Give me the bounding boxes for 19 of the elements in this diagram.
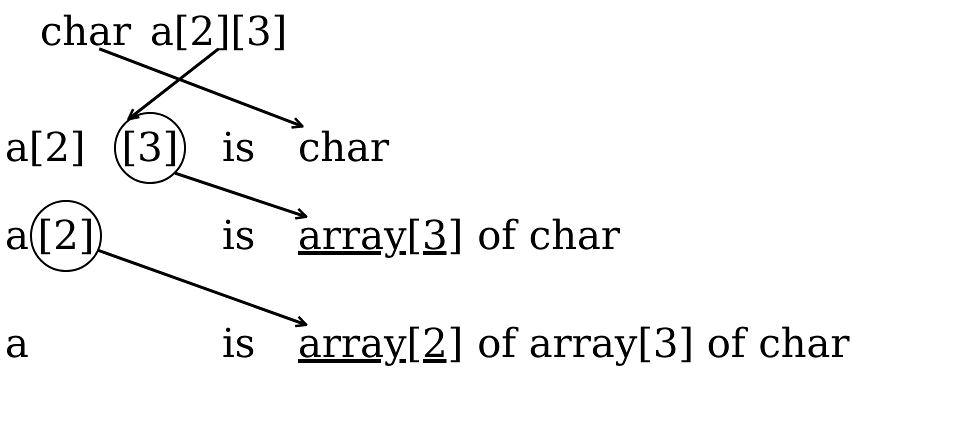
code-term: char (40, 8, 132, 56)
code-term: a[2][3] (150, 8, 288, 56)
code-term: array[2] (298, 320, 464, 368)
arrow (98, 248, 308, 328)
text-label: a[2] (5, 124, 86, 172)
circled-subscript: [3] (114, 112, 186, 184)
text-label: of array[3] of char (477, 320, 850, 368)
text-label: of char (477, 212, 620, 260)
text-label: a (5, 320, 29, 368)
text-label: is (222, 320, 256, 368)
text-label: is (222, 124, 256, 172)
arrow (174, 172, 308, 220)
code-term: array[3] (298, 212, 464, 260)
text-label: is (222, 212, 256, 260)
code-term: char (298, 124, 390, 172)
arrow (98, 47, 304, 129)
arrow (127, 48, 220, 120)
text-label: a (5, 212, 29, 260)
circled-subscript: [2] (30, 200, 102, 272)
